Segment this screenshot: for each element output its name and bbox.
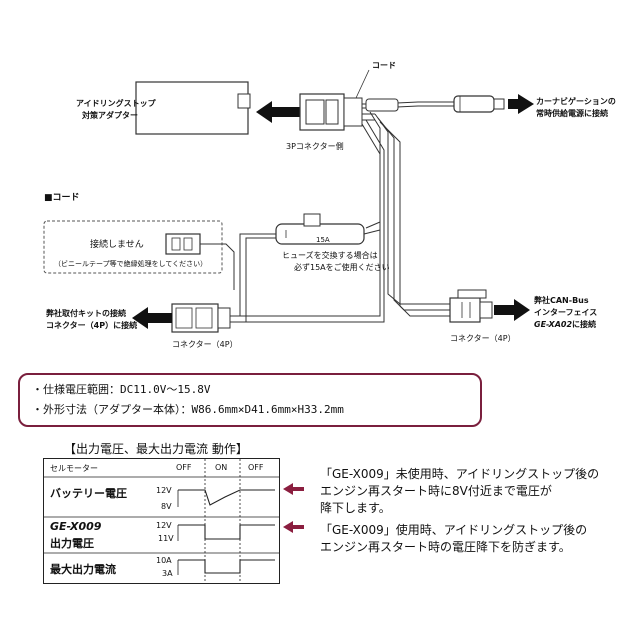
battery-level-high: 12V	[156, 486, 172, 495]
arrow-to-kit	[132, 307, 172, 329]
can-suffix: に接続	[572, 320, 597, 329]
current-wave	[178, 559, 275, 574]
kit-conn-label-2: コネクター（4P）に接続	[46, 321, 138, 330]
car-nav-label-1: カーナビゲーションの	[536, 97, 616, 106]
can-model: GE-XA02	[534, 320, 573, 329]
insulate-note: （ビニールテープ等で絶縁処理をしてください）	[54, 260, 208, 268]
current-level-low: 3A	[162, 569, 173, 578]
connector-4p-right	[449, 289, 493, 323]
note-with-1: 「GE-X009」使用時、アイドリングストップ後の	[320, 523, 588, 537]
adapter-box	[135, 81, 249, 135]
battery-level-low: 8V	[161, 502, 172, 511]
cord-sleeve	[365, 98, 399, 112]
row-battery: バッテリー電圧	[50, 487, 127, 500]
fuse-rating: 15A	[316, 236, 330, 244]
car-nav-plug	[453, 95, 505, 113]
kit-conn-label-1: 弊社取付キットの接続	[46, 309, 126, 318]
arrow-to-adapter	[256, 101, 300, 123]
unused-connector	[165, 233, 216, 255]
output-level-high: 12V	[156, 521, 172, 530]
current-level-high: 10A	[156, 556, 172, 565]
unused-wire	[216, 243, 235, 290]
cord-label: コード	[372, 61, 396, 70]
output-wave	[178, 524, 275, 540]
battery-wave	[178, 489, 275, 506]
connector-3p	[299, 93, 363, 131]
note-with-2: エンジン再スタート時の電圧降下を防ぎます。	[320, 540, 571, 554]
can-label-1: 弊社CAN-Bus	[534, 296, 589, 305]
adapter-label-1: アイドリングストップ	[76, 99, 156, 108]
fuse-note-2: 必ず15Aをご使用ください	[294, 263, 390, 272]
row-current: 最大出力電流	[50, 563, 116, 576]
wire-bundle	[230, 101, 458, 323]
not-connected-box	[43, 220, 223, 274]
spec-dimensions: ・外形寸法（アダプター本体）：W86.6mm×D41.6mm×H33.2mm	[32, 403, 344, 416]
adapter-label-tab	[237, 93, 251, 109]
fuse-holder	[275, 213, 365, 245]
note-without: 「GE-X009」未使用時、アイドリングストップ後の エンジン再スタート時に8V…	[320, 466, 620, 517]
connector-3p-label: 3Pコネクター側	[286, 142, 344, 151]
not-connected-label: 接続しません	[90, 240, 144, 250]
connector-4p-left	[171, 303, 231, 333]
output-level-low: 11V	[158, 534, 174, 543]
can-label-2: インターフェイス	[534, 308, 598, 317]
connector-4p-right-label: コネクター（4P）	[450, 334, 516, 343]
spec-voltage-range: ・仕様電圧範囲：DC11.0V～15.8V	[32, 383, 211, 396]
state-off-1: OFF	[176, 463, 192, 472]
cord-leader	[355, 69, 370, 99]
timing-table: セルモーター OFF ON OFF バッテリー電圧 12V 8V GE-X009…	[43, 458, 280, 584]
connector-4p-left-label: コネクター（4P）	[172, 340, 238, 349]
can-label-3: GE-XA02に接続	[534, 319, 596, 330]
state-on: ON	[215, 463, 228, 472]
fuse-wire	[230, 233, 276, 317]
row-model-sub: 出力電圧	[50, 537, 94, 550]
row-model: GE-X009	[50, 520, 102, 533]
fuse-note-1: ヒューズを交換する場合は	[282, 251, 378, 260]
state-off-2: OFF	[248, 463, 264, 472]
row-starter: セルモーター	[50, 464, 98, 473]
arrow-to-car-nav	[508, 94, 534, 114]
car-nav-label-2: 常時供給電源に接続	[536, 109, 608, 118]
note-without-3: 降下します。	[320, 501, 391, 515]
fuse-to-trunk	[363, 229, 381, 235]
cord-section-title: ■コード	[44, 193, 80, 203]
timing-lines	[44, 459, 279, 583]
fuse-wire-2	[230, 237, 276, 323]
note-with: 「GE-X009」使用時、アイドリングストップ後の エンジン再スタート時の電圧降…	[320, 522, 620, 556]
timing-title: 【出力電圧、最大出力電流 動作】	[64, 442, 248, 456]
note-without-1: 「GE-X009」未使用時、アイドリングストップ後の	[320, 467, 600, 481]
arrow-to-can	[494, 299, 530, 321]
adapter-label-2: 対策アダプター	[82, 111, 138, 120]
note-without-2: エンジン再スタート時に8V付近まで電圧が	[320, 484, 552, 498]
spec-box: ・仕様電圧範囲：DC11.0V～15.8V ・外形寸法（アダプター本体）：W86…	[18, 373, 482, 427]
